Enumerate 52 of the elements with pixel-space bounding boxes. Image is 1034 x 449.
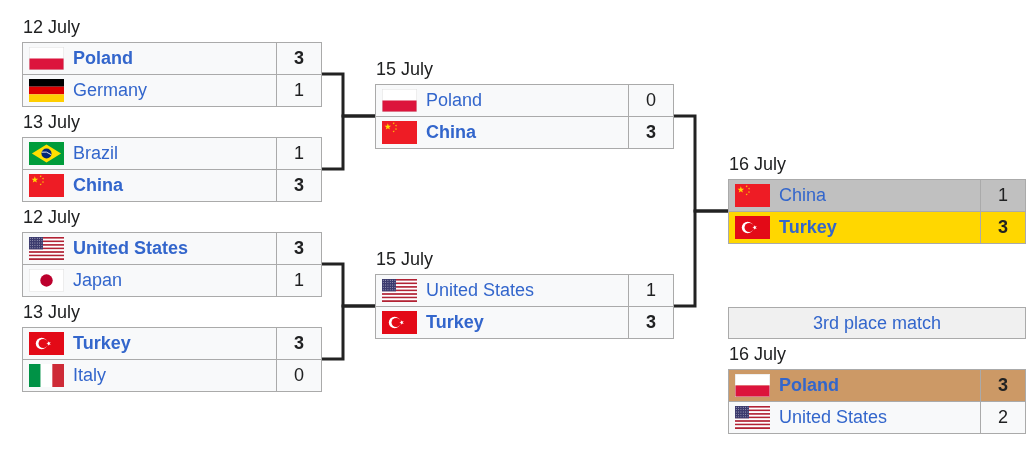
team-row xyxy=(376,275,673,306)
score: 2 xyxy=(980,402,1025,433)
team-row xyxy=(23,359,321,391)
team-name: United States xyxy=(426,279,535,302)
round-header: 3rd place match xyxy=(728,307,1026,339)
team-name: Brazil xyxy=(73,142,118,165)
team-name: China xyxy=(426,121,476,144)
score: 1 xyxy=(276,75,321,106)
team-name: China xyxy=(73,174,123,197)
team-row xyxy=(23,328,321,359)
date-label: 12 July xyxy=(23,206,81,228)
team-row xyxy=(729,180,1025,211)
team-row xyxy=(23,74,321,106)
team-row xyxy=(23,43,321,74)
team-row xyxy=(729,401,1025,433)
team-name: Turkey xyxy=(779,216,837,239)
bracket-line xyxy=(322,114,375,171)
team-row xyxy=(376,306,673,338)
date-label: 15 July xyxy=(376,248,434,270)
score: 3 xyxy=(628,307,673,338)
team-name: Turkey xyxy=(426,311,484,334)
score: 3 xyxy=(628,117,673,148)
date-label: 15 July xyxy=(376,58,434,80)
team-name: Turkey xyxy=(73,332,131,355)
team-name: Germany xyxy=(73,79,148,102)
team-row xyxy=(23,264,321,296)
score: 3 xyxy=(980,212,1025,243)
team-name: Poland xyxy=(426,89,483,112)
team-name: United States xyxy=(73,237,189,260)
team-name: Italy xyxy=(73,364,106,387)
bracket-line xyxy=(322,304,375,361)
team-row xyxy=(23,138,321,169)
team-row xyxy=(376,85,673,116)
date-label: 12 July xyxy=(23,16,81,38)
score: 0 xyxy=(276,360,321,391)
team-row xyxy=(729,370,1025,401)
team-name: China xyxy=(779,184,827,207)
bracket-line xyxy=(674,209,728,308)
team-name: United States xyxy=(779,406,888,429)
team-name: Poland xyxy=(779,374,839,397)
score: 3 xyxy=(276,170,321,201)
date-label: 13 July xyxy=(23,111,81,133)
date-label: 16 July xyxy=(729,343,787,365)
team-row xyxy=(729,211,1025,243)
date-label: 13 July xyxy=(23,301,81,323)
team-name: Japan xyxy=(73,269,123,292)
score: 1 xyxy=(276,265,321,296)
team-name: Poland xyxy=(73,47,133,70)
team-row xyxy=(376,116,673,148)
team-row xyxy=(23,169,321,201)
team-row xyxy=(23,233,321,264)
date-label: 16 July xyxy=(729,153,787,175)
